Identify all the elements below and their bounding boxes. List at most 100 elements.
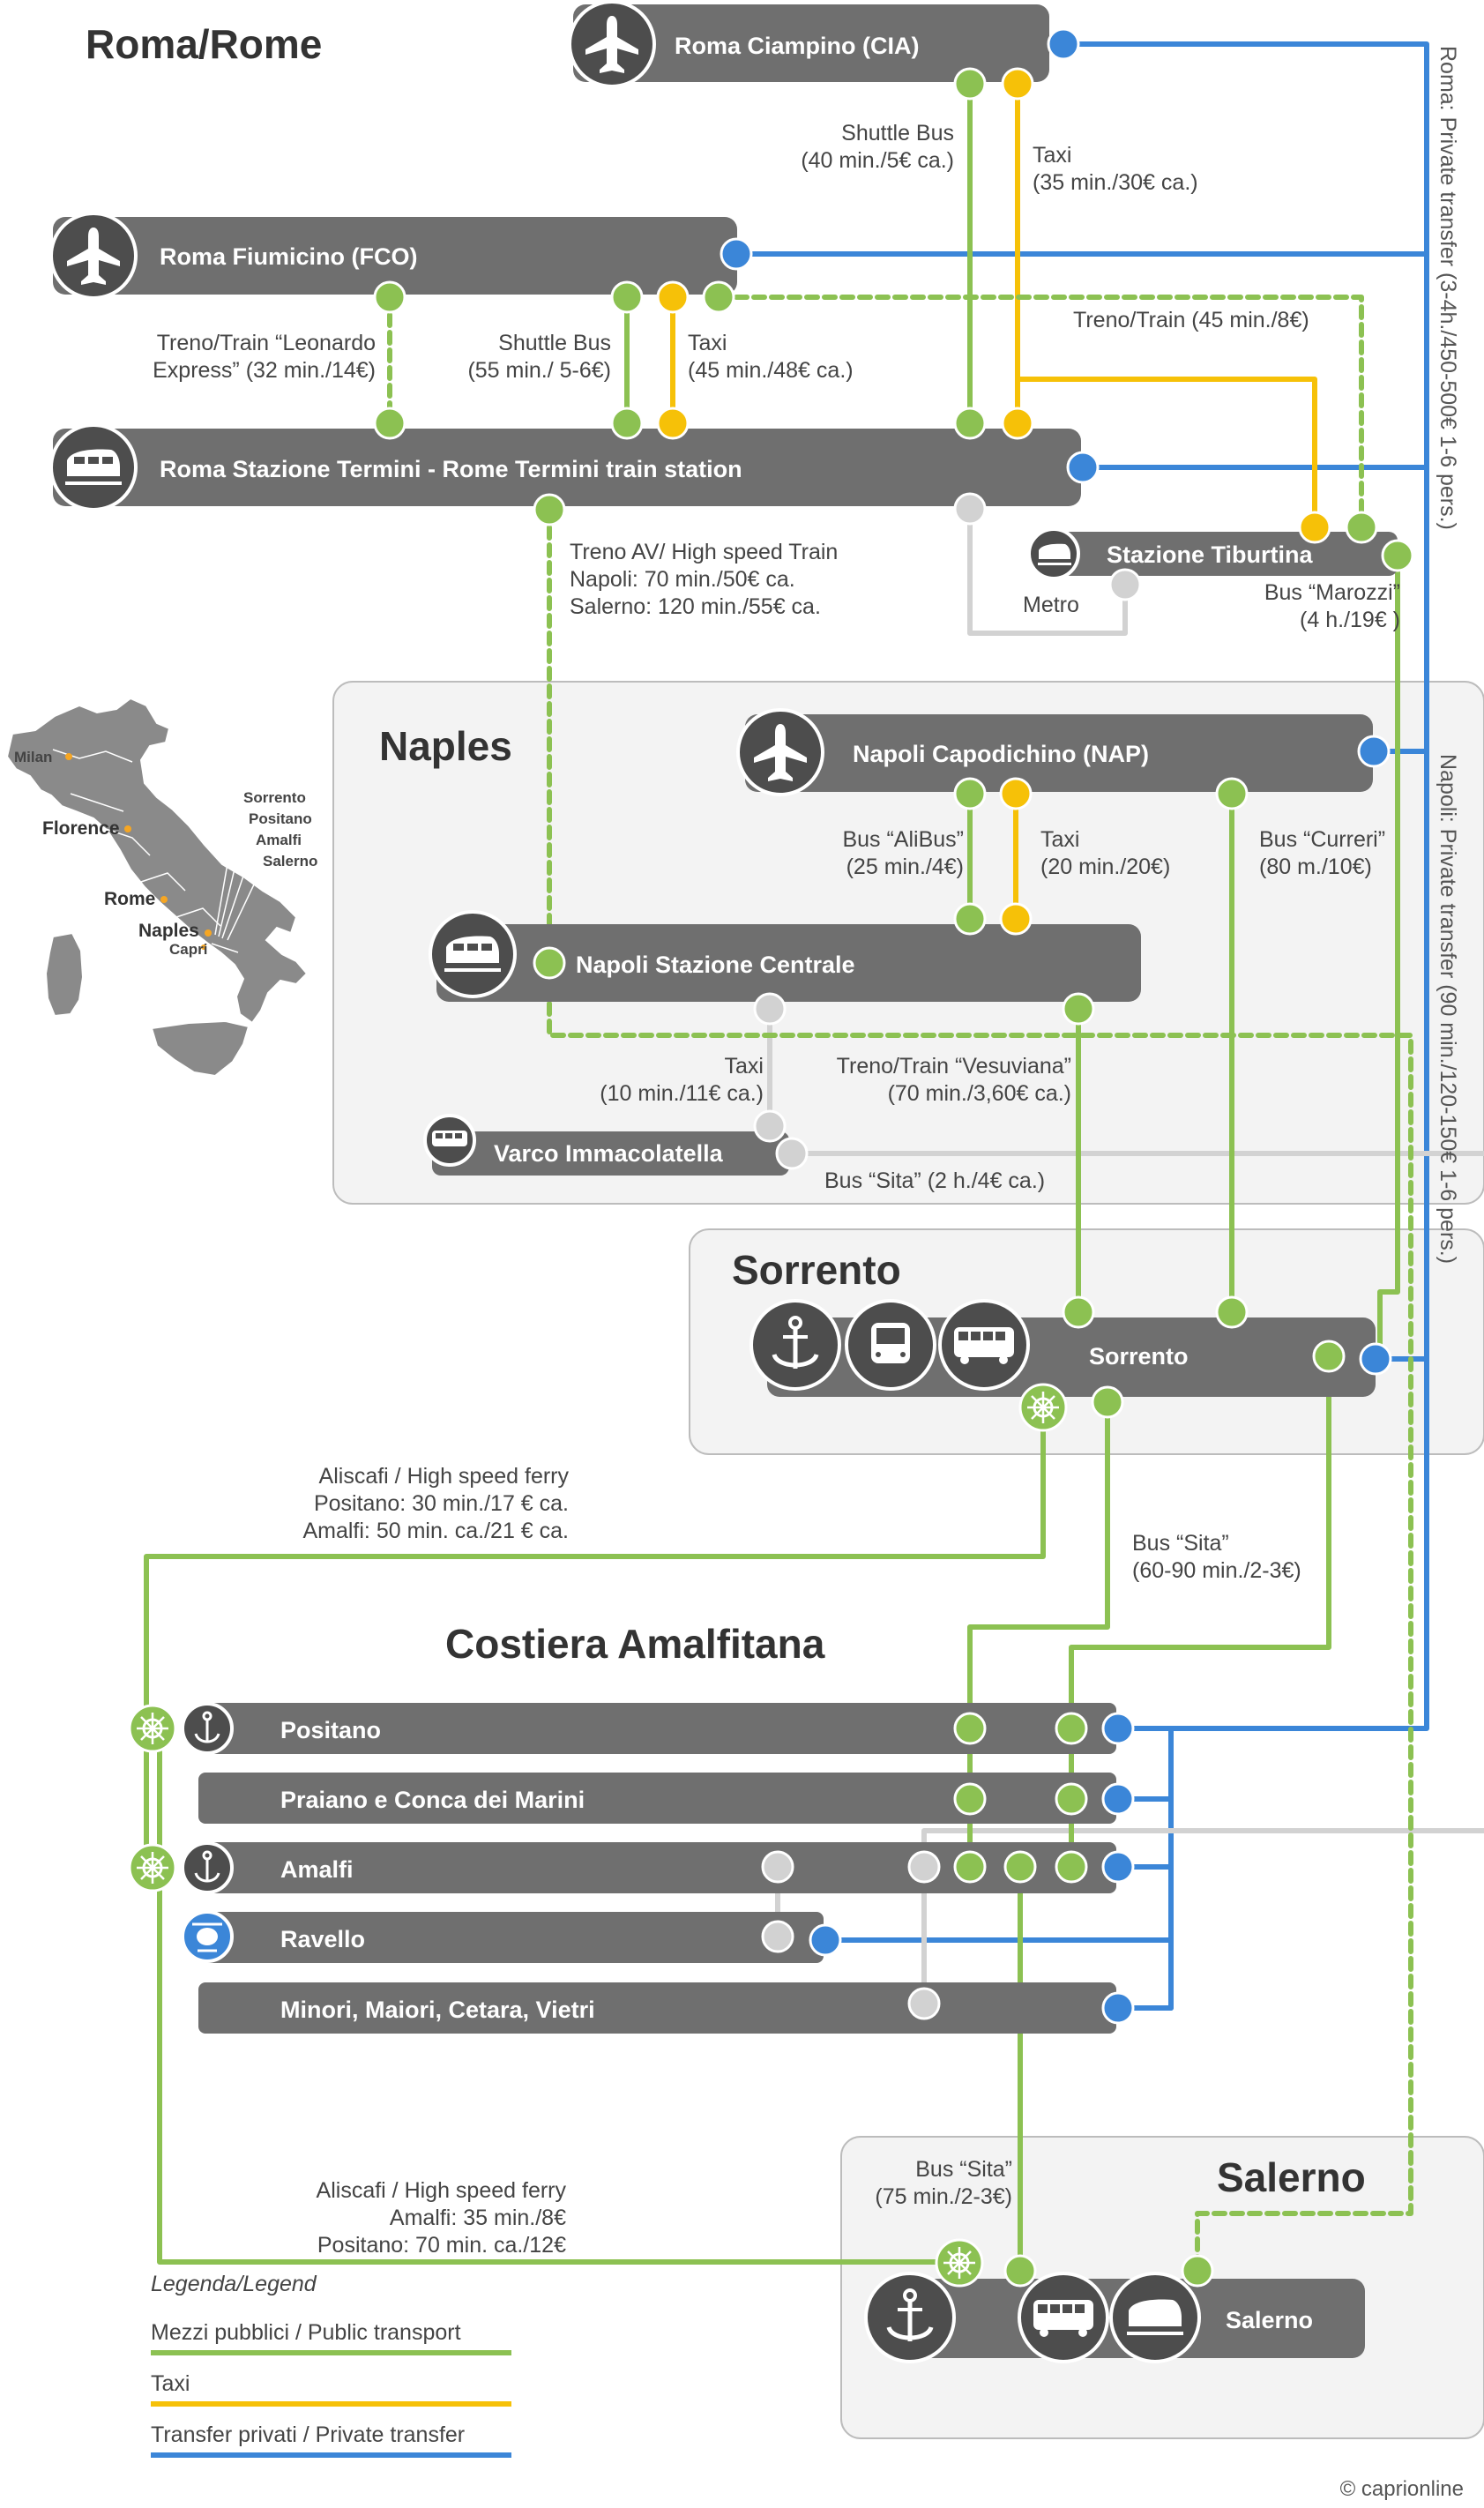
route-label: Bus “AliBus”(25 min./4€) — [842, 827, 964, 879]
dot — [1047, 27, 1080, 61]
dot — [1055, 1782, 1088, 1816]
termini-bar[interactable] — [53, 429, 1081, 506]
route-label: Bus “Sita”(75 min./2-3€) — [875, 2157, 1012, 2209]
map-dot-capri — [201, 944, 206, 950]
dot — [907, 1850, 941, 1884]
dot — [753, 1109, 787, 1143]
minori-bar[interactable] — [198, 1982, 1116, 2034]
map-label-positano: Positano — [249, 810, 312, 827]
amalfi-bar[interactable] — [203, 1842, 1116, 1893]
dot — [953, 902, 987, 936]
dot — [1108, 568, 1142, 601]
fiumicino-bar[interactable] — [53, 217, 737, 295]
dot — [1357, 735, 1391, 768]
route-label: Shuttle Bus(40 min./5€ ca.) — [801, 121, 954, 173]
region-title-rome: Roma/Rome — [86, 21, 322, 67]
marozzi-bus-line — [1377, 553, 1400, 1359]
anchor-icon — [181, 1702, 234, 1755]
dot — [610, 407, 644, 440]
ship-wheel-icon — [1018, 1383, 1068, 1432]
dot — [720, 237, 753, 271]
ciampino-bar[interactable] — [573, 4, 1049, 82]
sicily-shape — [150, 1019, 250, 1078]
region-title-sorrento: Sorrento — [732, 1247, 901, 1293]
dot — [1091, 1385, 1124, 1419]
dot — [907, 1987, 941, 2020]
station-positano: Positano — [280, 1717, 381, 1743]
cia-tiburtina-taxi-line — [1015, 377, 1317, 530]
dot — [702, 280, 735, 314]
region-title-salerno: Salerno — [1217, 2154, 1366, 2200]
station-varco: Varco Immacolatella — [494, 1140, 724, 1167]
praiano-bar[interactable] — [198, 1773, 1116, 1824]
route-label: Metro — [1023, 593, 1079, 617]
station-ravello: Ravello — [280, 1926, 365, 1952]
train-icon — [1027, 527, 1080, 580]
train-icon — [429, 910, 517, 998]
anchor-icon — [181, 1841, 234, 1894]
roma-private-transfer-label: Roma: Private transfer (3-4h./450-500€ 1… — [1436, 46, 1460, 530]
dot — [1215, 777, 1249, 810]
sardinia-shape — [44, 931, 85, 1018]
dot — [999, 902, 1033, 936]
map-label-capri: Capri — [169, 941, 207, 958]
dot — [1101, 1850, 1135, 1884]
positano-bar[interactable] — [203, 1703, 1116, 1754]
dot — [1066, 451, 1100, 484]
fco-tiburtina-train-line — [716, 295, 1364, 530]
route-label: Bus “Marozzi”(4 h./19€ ) — [1264, 580, 1400, 632]
dot — [1062, 1295, 1095, 1329]
napoli-private-transfer-label: Napoli: Private transfer (90 min./120-15… — [1436, 754, 1460, 1264]
dot — [761, 1850, 794, 1884]
dot — [656, 407, 690, 440]
map-dot-naples — [205, 929, 212, 937]
dot — [1001, 67, 1034, 101]
dot — [753, 992, 787, 1026]
dot — [1003, 1850, 1037, 1884]
route-label: Taxi(10 min./11€ ca.) — [600, 1054, 764, 1106]
sorrento-ferry-line — [144, 1401, 1046, 1729]
dot — [1298, 511, 1331, 544]
metro-line — [967, 506, 1128, 636]
map-label-sorrento: Sorrento — [243, 789, 306, 806]
ravello-bar[interactable] — [203, 1912, 824, 1963]
capodichino-bar[interactable] — [745, 714, 1373, 792]
plane-icon — [568, 0, 656, 88]
termini-highspeed-line — [547, 507, 1413, 2273]
anchor-icon — [749, 1299, 841, 1391]
plane-icon — [736, 708, 824, 796]
bus-front-icon — [845, 1299, 936, 1391]
dot — [656, 280, 690, 314]
dot — [999, 777, 1033, 810]
route-label: Bus “Sita” (2 h./4€ ca.) — [824, 1168, 1045, 1193]
dot — [761, 1920, 794, 1953]
route-label: Bus “Sita”(60-90 min./2-3€) — [1132, 1531, 1301, 1583]
route-label: Treno/Train (45 min./8€) — [1073, 308, 1309, 332]
station-fiumicino: Roma Fiumicino (FCO) — [160, 243, 418, 270]
station-bars — [53, 4, 1398, 2358]
dot — [1312, 1340, 1346, 1373]
dot — [953, 407, 987, 440]
legend: Legenda/Legend Mezzi pubblici / Public t… — [151, 2272, 511, 2458]
station-amalfi: Amalfi — [280, 1856, 354, 1883]
dot — [1101, 1991, 1135, 2025]
centrale-bar[interactable] — [436, 924, 1141, 1002]
station-termini: Roma Stazione Termini - Rome Termini tra… — [160, 456, 742, 482]
dot — [953, 1782, 987, 1816]
map-label-rome: Rome — [104, 889, 155, 909]
map-dot-milan — [65, 753, 72, 760]
dot — [1055, 1850, 1088, 1884]
legend-private-label: Transfer privati / Private transfer — [151, 2422, 465, 2447]
dot — [1215, 1295, 1249, 1329]
coach-icon — [938, 1299, 1030, 1391]
italy-mainland-shape — [5, 697, 309, 1025]
map-label-florence: Florence — [42, 818, 120, 839]
route-label: Taxi(35 min./30€ ca.) — [1033, 143, 1198, 195]
varco-bar[interactable] — [432, 1131, 789, 1176]
map-label-amalfi: Amalfi — [256, 832, 302, 848]
dot — [533, 493, 566, 526]
